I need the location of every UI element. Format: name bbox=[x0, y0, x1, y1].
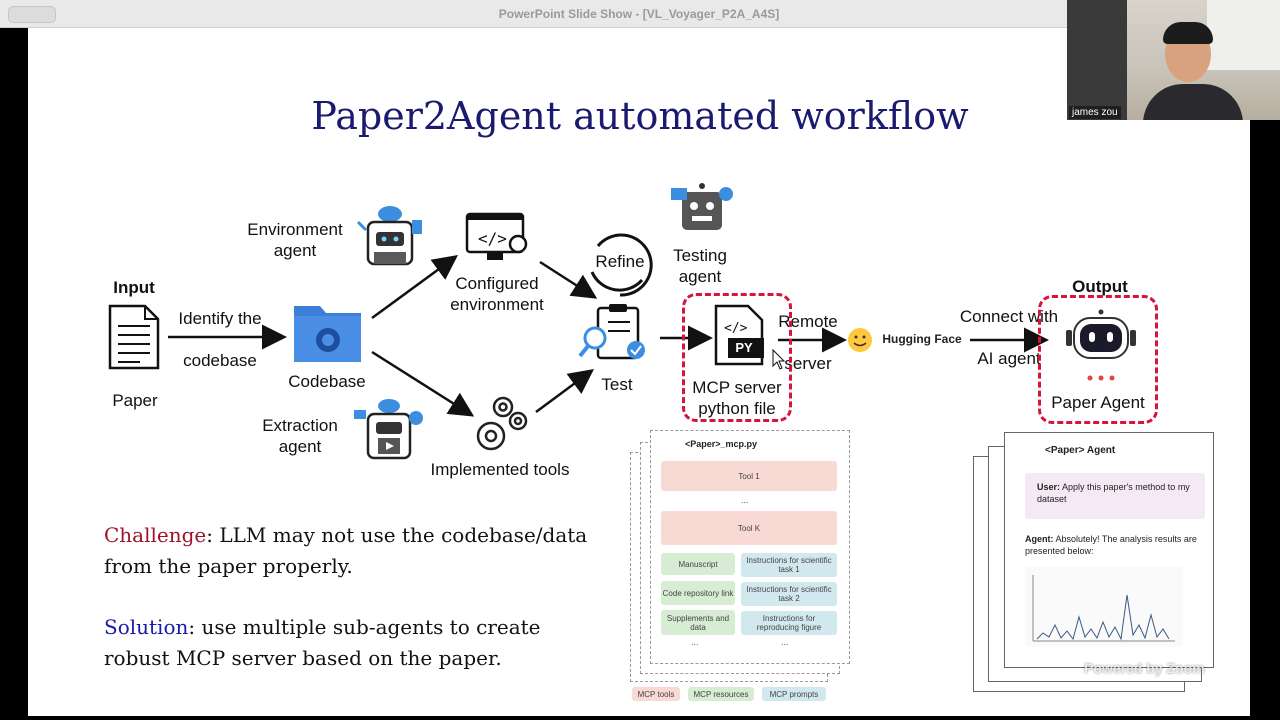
participant-shirt bbox=[1143, 84, 1243, 120]
codebase-label: Codebase bbox=[288, 372, 366, 391]
paper-agent-label: Paper Agent bbox=[1051, 393, 1145, 412]
code-repo-box: Code repository link bbox=[661, 581, 735, 605]
svg-text:</>: </> bbox=[724, 321, 748, 336]
tools-ellipsis: ... bbox=[741, 495, 749, 505]
legend-mcp-resources: MCP resources bbox=[688, 687, 754, 701]
mouse-cursor-icon bbox=[772, 348, 786, 370]
remote-label-line1: Remote bbox=[778, 312, 838, 331]
input-label: Input bbox=[113, 278, 155, 297]
mcp-label-line1: MCP server bbox=[692, 378, 782, 397]
connect-label-line1: Connect with bbox=[959, 307, 1059, 326]
extraction-agent-label-line2: agent bbox=[278, 437, 322, 456]
solution-label: Solution bbox=[104, 615, 189, 639]
configured-environment-monitor-icon: </> bbox=[465, 212, 528, 260]
mcp-server-highlight bbox=[682, 293, 792, 422]
tool-k-box: Tool K bbox=[661, 511, 837, 545]
hugging-face-icon bbox=[848, 328, 872, 352]
user-text: Apply this paper's method to my dataset bbox=[1037, 482, 1190, 504]
participant-video[interactable]: james zou bbox=[1067, 0, 1280, 120]
testing-agent-label-line1: Testing bbox=[673, 246, 727, 265]
tool-1-box: Tool 1 bbox=[661, 461, 837, 491]
resources-ellipsis: ... bbox=[691, 637, 699, 647]
mcp-card-header: <Paper>_mcp.py bbox=[685, 439, 758, 449]
refine-cycle-icon bbox=[590, 233, 653, 297]
agent-message: Agent: Absolutely! The analysis results … bbox=[1025, 533, 1201, 557]
participant-hair bbox=[1163, 22, 1213, 44]
test-clipboard-icon bbox=[578, 304, 645, 360]
paper-label: Paper bbox=[112, 391, 158, 410]
paper-agent-robot-icon bbox=[1066, 309, 1136, 381]
room-shelf bbox=[1067, 0, 1127, 120]
sidebar-toggle-icon[interactable] bbox=[8, 6, 56, 23]
python-file-icon: </> bbox=[714, 304, 764, 366]
instructions-1-box: Instructions for scientific task 1 bbox=[741, 553, 837, 577]
py-badge: PY bbox=[735, 340, 753, 355]
environment-agent-label-line1: Environment bbox=[247, 220, 343, 239]
hugging-face-label: Hugging Face bbox=[882, 332, 962, 346]
configured-label-line1: Configured bbox=[455, 274, 539, 293]
solution-text: : use multiple sub-agents to create bbox=[188, 615, 541, 639]
agent-card-header: <Paper> Agent bbox=[1045, 445, 1116, 456]
extraction-agent-label-line1: Extraction bbox=[262, 416, 338, 435]
participant-name: james zou bbox=[1069, 106, 1121, 119]
window-title: PowerPoint Slide Show - [VL_Voyager_P2A_… bbox=[498, 7, 780, 21]
solution-block: Solution: use multiple sub-agents to cre… bbox=[104, 612, 541, 674]
paper-document-icon bbox=[108, 304, 160, 370]
implemented-tools-gears-icon bbox=[476, 396, 528, 451]
identify-label-line2: codebase bbox=[183, 351, 257, 370]
configured-label-line2: environment bbox=[450, 295, 544, 314]
user-message: User: Apply this paper's method to my da… bbox=[1025, 473, 1205, 519]
prompts-ellipsis: ... bbox=[781, 637, 789, 647]
challenge-label: Challenge bbox=[104, 523, 207, 547]
window-titlebar: PowerPoint Slide Show - [VL_Voyager_P2A_… bbox=[0, 0, 1067, 28]
challenge-text-2: from the paper properly. bbox=[104, 554, 353, 578]
manuscript-box: Manuscript bbox=[661, 553, 735, 575]
agent-text: Absolutely! The analysis results are pre… bbox=[1025, 534, 1197, 556]
environment-agent-label-line2: agent bbox=[273, 241, 317, 260]
instructions-3-box: Instructions for reproducing figure bbox=[741, 611, 837, 635]
slide-title: Paper2Agent automated workflow bbox=[311, 94, 969, 138]
challenge-text: : LLM may not use the codebase/data bbox=[206, 523, 588, 547]
implemented-tools-label: Implemented tools bbox=[430, 460, 570, 479]
results-plot bbox=[1025, 567, 1183, 647]
mcp-card: <Paper>_mcp.py Tool 1 ... Tool K Manuscr… bbox=[650, 430, 850, 664]
test-label: Test bbox=[601, 375, 633, 394]
environment-agent-robot-icon bbox=[356, 206, 422, 266]
zoom-watermark: Powered by Zoom bbox=[1084, 660, 1205, 676]
instructions-2-box: Instructions for scientific task 2 bbox=[741, 582, 837, 606]
svg-text:</>: </> bbox=[478, 229, 507, 248]
challenge-block: Challenge: LLM may not use the codebase/… bbox=[104, 520, 587, 582]
user-label: User: bbox=[1037, 482, 1061, 492]
solution-text-2: robust MCP server based on the paper. bbox=[104, 646, 502, 670]
testing-agent-robot-icon bbox=[671, 183, 733, 230]
remote-label-line2: server bbox=[784, 354, 832, 373]
supplements-box: Supplements and data bbox=[661, 610, 735, 635]
connect-label-line2: AI agent bbox=[977, 349, 1041, 368]
mcp-label-line2: python file bbox=[698, 399, 776, 418]
output-label: Output bbox=[1072, 277, 1128, 296]
refine-label: Refine bbox=[595, 252, 645, 271]
extraction-agent-robot-icon bbox=[354, 399, 423, 460]
legend-mcp-tools: MCP tools bbox=[632, 687, 680, 701]
paper-agent-highlight bbox=[1038, 295, 1158, 424]
legend-mcp-prompts: MCP prompts bbox=[762, 687, 826, 701]
github-folder-icon bbox=[294, 306, 361, 362]
agent-card: <Paper> Agent User: Apply this paper's m… bbox=[1004, 432, 1214, 668]
identify-label-line1: Identify the bbox=[178, 309, 262, 328]
agent-label: Agent: bbox=[1025, 534, 1054, 544]
whiteboard bbox=[1207, 0, 1280, 70]
testing-agent-label-line2: agent bbox=[678, 267, 722, 286]
